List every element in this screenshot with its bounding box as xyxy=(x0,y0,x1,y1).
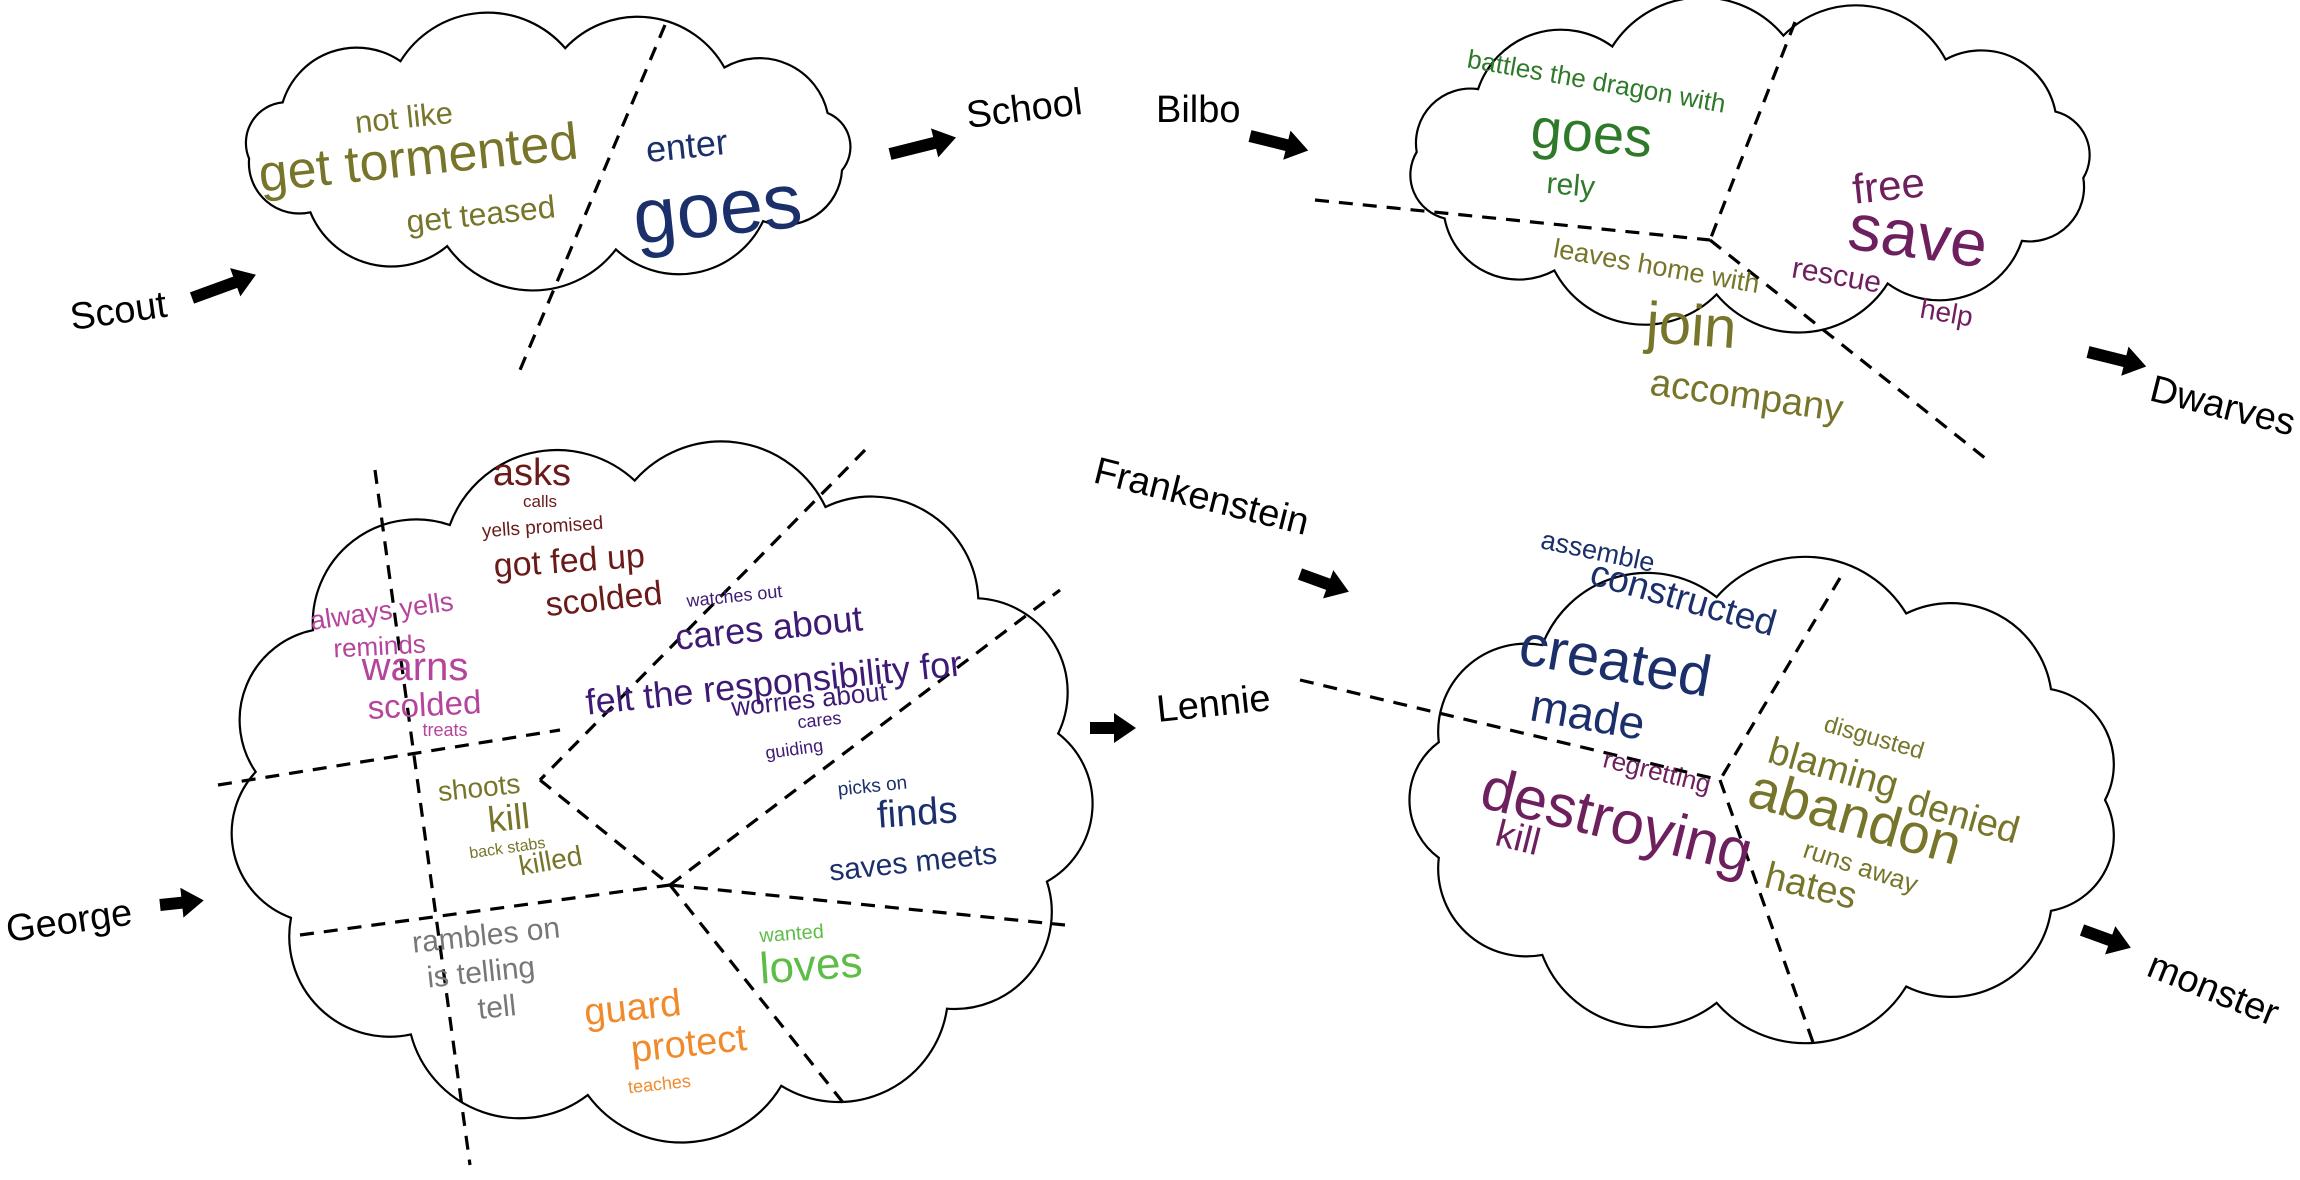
word-bilbo: goes xyxy=(1528,96,1654,169)
cloud-frankenstein xyxy=(1408,555,2115,1045)
word-george: tell xyxy=(476,989,518,1026)
word-frankenstein: kill xyxy=(1491,813,1544,864)
word-george: calls xyxy=(523,492,557,511)
divider-line xyxy=(373,469,472,1166)
word-bilbo: help xyxy=(1918,293,1976,333)
arrows xyxy=(159,128,2147,955)
object-dwarves: Dwarves xyxy=(2146,368,2300,445)
arrow-monster xyxy=(2079,924,2131,955)
clouds xyxy=(230,0,2115,1144)
word-george: treats xyxy=(422,720,467,740)
divider-line xyxy=(538,448,867,782)
arrow-george xyxy=(159,887,204,918)
object-school: School xyxy=(964,81,1084,137)
divider-line xyxy=(1718,577,1842,781)
arrow-bilbo xyxy=(1248,130,1309,160)
word-bilbo: free xyxy=(1850,158,1927,212)
word-george: wanted xyxy=(758,921,825,948)
word-bilbo: rely xyxy=(1545,167,1596,204)
divider-line xyxy=(538,778,672,887)
divider-line xyxy=(669,883,1066,927)
cloud-scout xyxy=(244,11,852,292)
arrow-scout xyxy=(189,268,256,304)
object-monster: monster xyxy=(2142,944,2285,1034)
word-scout: enter xyxy=(644,121,730,170)
word-scout: goes xyxy=(628,156,805,261)
divider-line xyxy=(1709,238,1991,464)
subject-scout: Scout xyxy=(67,284,170,339)
word-george: loves xyxy=(758,938,864,994)
dividers xyxy=(217,21,1991,1166)
divider-line xyxy=(669,588,1061,887)
divider-line xyxy=(1708,21,1797,241)
word-george: warns xyxy=(361,645,469,689)
subject-george: George xyxy=(3,892,134,951)
arrow-dwarves xyxy=(2086,346,2147,376)
word-george: reminds xyxy=(333,629,427,664)
arrow-lennie xyxy=(1090,713,1136,743)
cloud-george xyxy=(230,440,1094,1144)
arrow-frankenstein xyxy=(1297,568,1349,599)
divider-line xyxy=(217,728,561,787)
word-george: asks xyxy=(493,452,571,494)
subject-bilbo: Bilbo xyxy=(1156,89,1241,131)
arrow-school xyxy=(888,128,956,160)
divider-line xyxy=(1314,198,1711,242)
word-george: kill xyxy=(486,795,532,840)
word-george: cares xyxy=(796,708,842,732)
word-bilbo: join xyxy=(1642,290,1739,361)
word-george: scolded xyxy=(367,683,483,726)
cloud-bilbo xyxy=(1409,0,2091,334)
word-george: guard xyxy=(582,982,683,1034)
word-george: finds xyxy=(876,789,959,836)
word-bilbo: accompany xyxy=(1648,362,1846,431)
subject-frankenstein: Frankenstein xyxy=(1090,450,1313,544)
object-lennie: Lennie xyxy=(1155,677,1273,731)
